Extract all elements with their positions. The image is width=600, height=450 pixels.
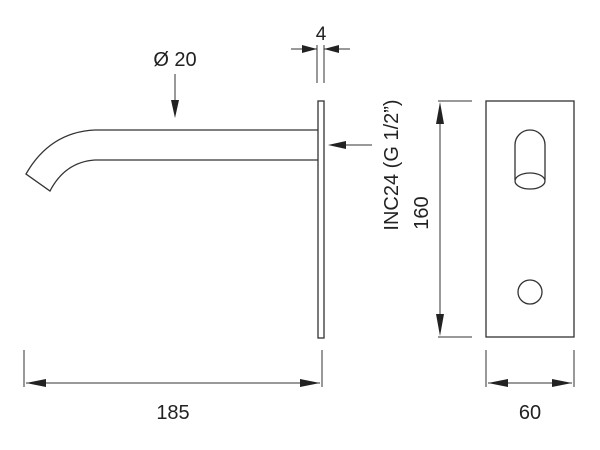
height-dimension xyxy=(436,100,472,338)
width-label: 60 xyxy=(519,402,541,424)
thickness-label: 4 xyxy=(316,24,327,45)
wall-plate-front xyxy=(485,100,575,338)
connection-label: INC24 (G 1/2”) xyxy=(381,99,403,230)
diameter-dimension: Ø 20 xyxy=(153,49,197,118)
diameter-label: Ø 20 xyxy=(153,49,196,71)
spout-side-view xyxy=(25,129,318,192)
width-dimension: 60 xyxy=(485,350,575,424)
projection-label: 185 xyxy=(156,402,189,424)
projection-dimension: 185 xyxy=(23,350,323,424)
thickness-dimension: 4 xyxy=(291,24,350,83)
spout-outlet xyxy=(514,172,546,190)
wall-plate-side xyxy=(317,100,325,339)
sensor-circle xyxy=(517,279,543,305)
connection-callout: INC24 (G 1/2”) 160 xyxy=(328,99,433,231)
height-label: 160 xyxy=(411,196,433,229)
